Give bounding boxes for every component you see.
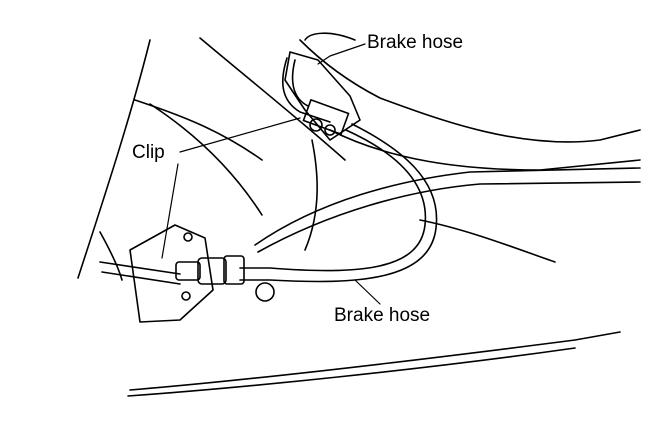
- flexible-brake-hose: [239, 123, 438, 283]
- support-plates: [129, 51, 361, 323]
- brake-hose-label-top: Brake hose: [367, 32, 464, 53]
- upper-fitting: [302, 99, 350, 136]
- brake-hose-label-bottom: Brake hose: [334, 305, 431, 326]
- steel-brake-line-lower: [99, 167, 641, 285]
- callout-leaders: [161, 43, 381, 305]
- lower-fitting: [175, 232, 275, 302]
- vehicle-body-outlines: [77, 32, 641, 397]
- clip-label: Clip: [132, 142, 165, 163]
- steel-brake-line-top: [282, 57, 331, 251]
